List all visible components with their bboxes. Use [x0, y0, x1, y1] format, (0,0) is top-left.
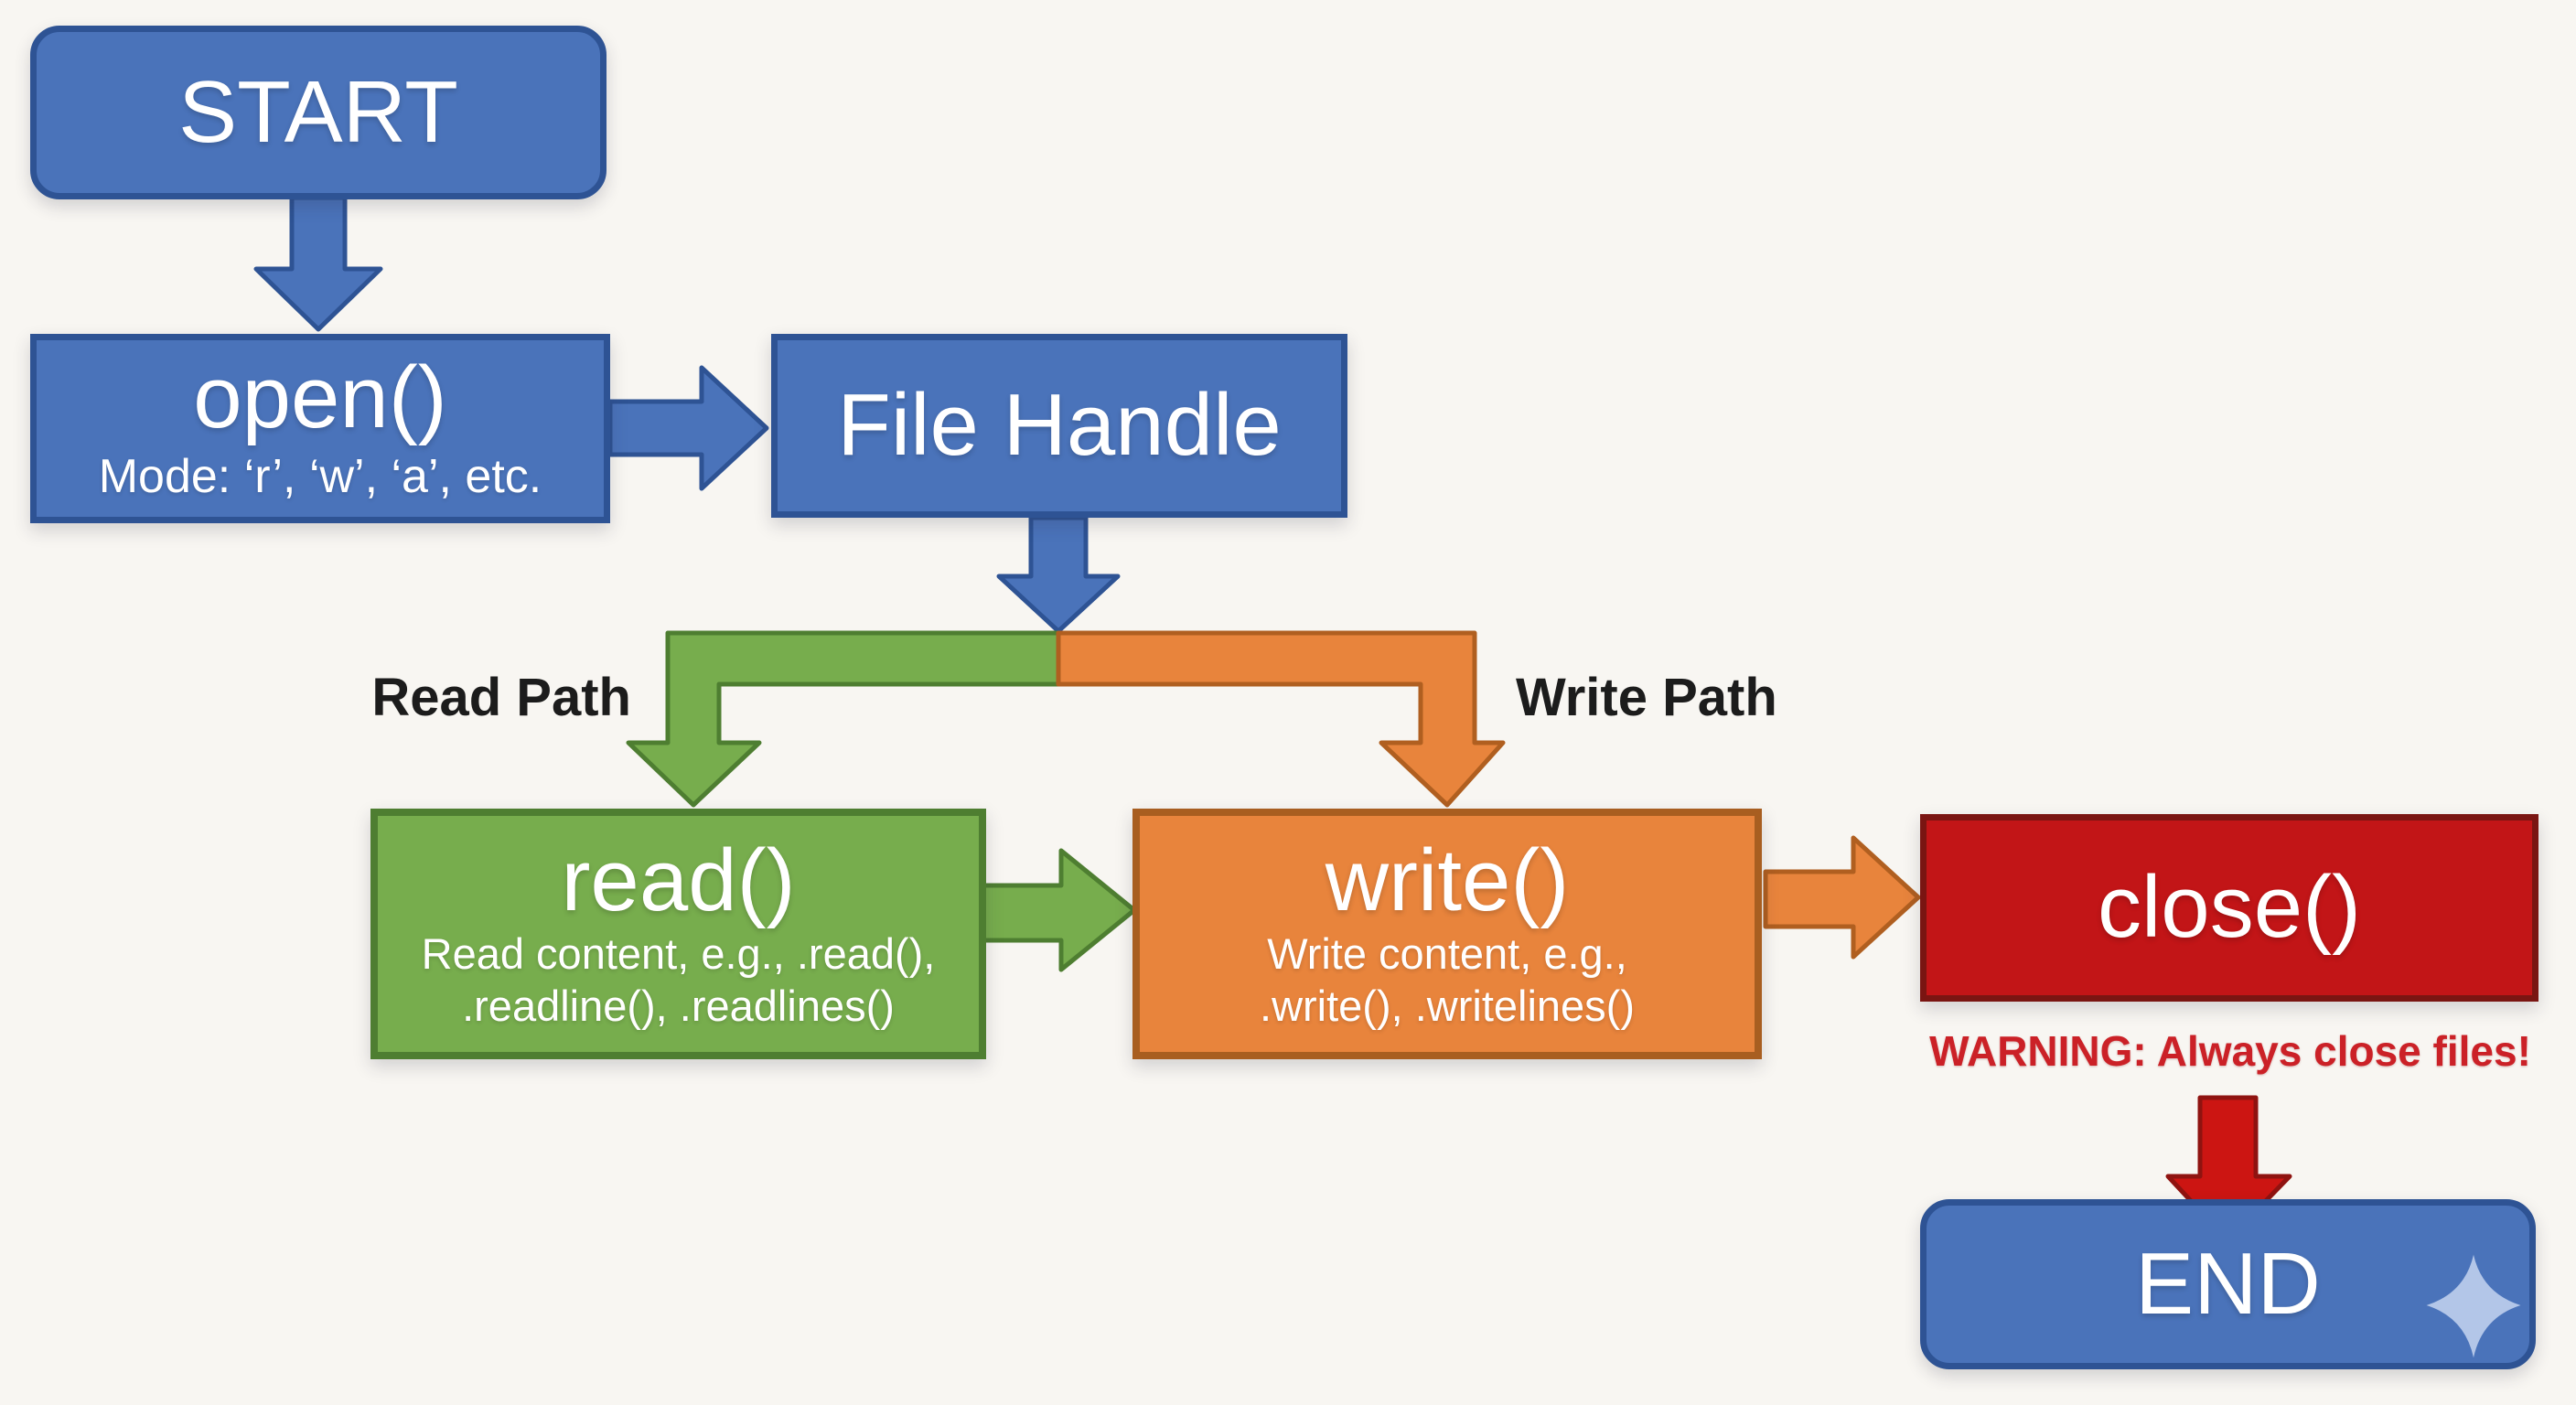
read-subtitle-line1: Read content, e.g., .read(),	[421, 929, 936, 979]
node-close: close()	[1920, 814, 2538, 1002]
start-label: START	[178, 62, 458, 161]
arrow-write-to-close	[1763, 835, 1921, 960]
open-subtitle: Mode: ‘r’, ‘w’, ‘a’, etc.	[98, 450, 542, 503]
read-subtitle-line2: .readline(), .readlines()	[462, 981, 895, 1031]
write-path-label: Write Path	[1516, 668, 1777, 727]
read-path-label: Read Path	[371, 668, 631, 727]
node-file-handle: File Handle	[771, 334, 1347, 518]
file-handle-title: File Handle	[837, 376, 1282, 475]
arrow-open-to-file-handle	[607, 365, 769, 491]
node-write: write() Write content, e.g., .write(), .…	[1132, 809, 1762, 1059]
node-open: open() Mode: ‘r’, ‘w’, ‘a’, etc.	[30, 334, 610, 523]
node-start: START	[30, 26, 606, 199]
node-end: END	[1920, 1199, 2536, 1369]
close-title: close()	[2097, 858, 2362, 957]
sparkle-icon	[2426, 1254, 2521, 1358]
open-title: open()	[193, 349, 447, 447]
warning-text: WARNING: Always close files!	[1929, 1027, 2531, 1075]
arrow-file-handle-to-split	[996, 515, 1121, 634]
end-label: END	[2135, 1234, 2321, 1333]
read-title: read()	[561, 831, 796, 930]
arrow-start-to-open	[253, 195, 383, 332]
node-read: read() Read content, e.g., .read(), .rea…	[370, 809, 986, 1059]
write-subtitle-line2: .write(), .writelines()	[1260, 981, 1635, 1031]
write-subtitle-line1: Write content, e.g.,	[1267, 929, 1627, 979]
arrow-split-to-read	[626, 630, 1061, 808]
arrow-read-to-write	[981, 848, 1137, 972]
write-title: write()	[1325, 831, 1570, 930]
arrow-split-to-write	[1056, 630, 1506, 808]
